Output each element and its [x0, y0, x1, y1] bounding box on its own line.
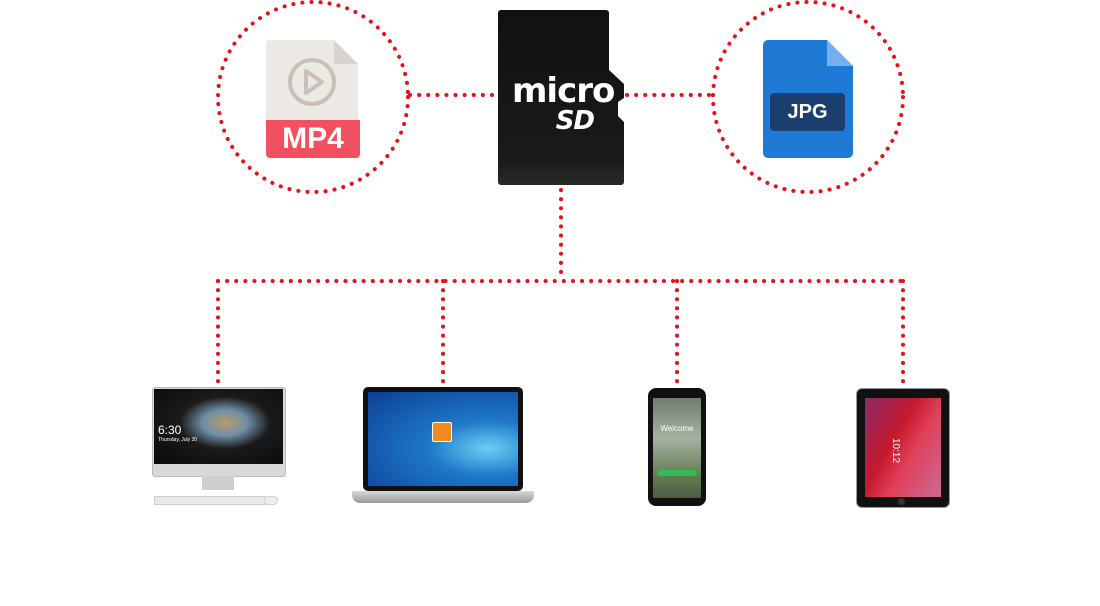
tablet-screen: 10:12	[865, 398, 941, 497]
laptop-computer	[352, 387, 534, 507]
tablet-clock: 10:12	[890, 438, 901, 464]
mp4-label: MP4	[266, 120, 360, 158]
smartphone: Welcome	[648, 388, 706, 506]
desktop-clock: 6:30	[158, 423, 182, 437]
microsd-logo: micro SD	[512, 71, 615, 136]
jpg-label: JPG	[770, 93, 845, 131]
desktop-computer: 6:30 Thursday, July 30	[152, 387, 286, 507]
phone-welcome-text: Welcome	[660, 424, 694, 433]
jpg-file: JPG	[763, 40, 853, 158]
laptop-screen	[368, 392, 518, 486]
tablet: 10:12	[856, 388, 950, 508]
desktop-date: Thursday, July 30	[158, 437, 198, 443]
desktop-screen: 6:30 Thursday, July 30	[154, 389, 283, 464]
microsd-card: micro SD	[498, 10, 624, 185]
mp4-file: MP4	[266, 40, 360, 158]
microsd-card-icon	[498, 10, 624, 185]
phone-screen: Welcome	[653, 398, 701, 498]
